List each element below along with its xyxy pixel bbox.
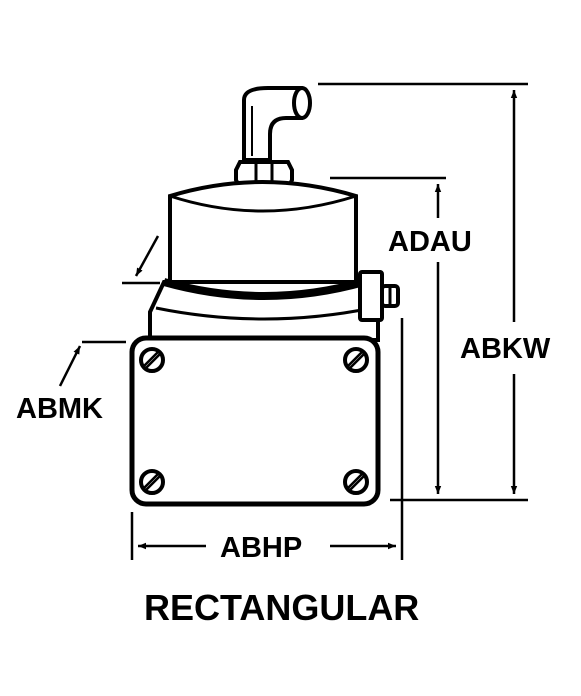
- label-abhp: ABHP: [220, 532, 302, 564]
- label-abkw: ABKW: [460, 333, 551, 365]
- rectangular-housing: [129, 335, 381, 507]
- label-adau: ADAU: [388, 226, 472, 258]
- side-screw: [358, 270, 400, 322]
- abmk-leader-lower: [58, 345, 82, 387]
- caption-rectangular: RECTANGULAR: [144, 587, 419, 628]
- dimension-abhp: [130, 318, 404, 560]
- screw-bottom-left: [139, 469, 165, 495]
- corner-screws: [139, 347, 369, 495]
- screw-top-left: [139, 347, 165, 373]
- dimension-abmk: [58, 235, 160, 387]
- dimension-abkw: [318, 82, 528, 502]
- dimension-adau: [330, 176, 446, 494]
- screw-top-right: [343, 347, 369, 373]
- base-flange: [148, 278, 380, 342]
- elbow-fitting: [242, 86, 312, 162]
- abmk-leader-upper: [134, 235, 160, 277]
- screw-bottom-right: [343, 469, 369, 495]
- dome-cap: [168, 180, 358, 284]
- label-abmk: ABMK: [16, 393, 103, 425]
